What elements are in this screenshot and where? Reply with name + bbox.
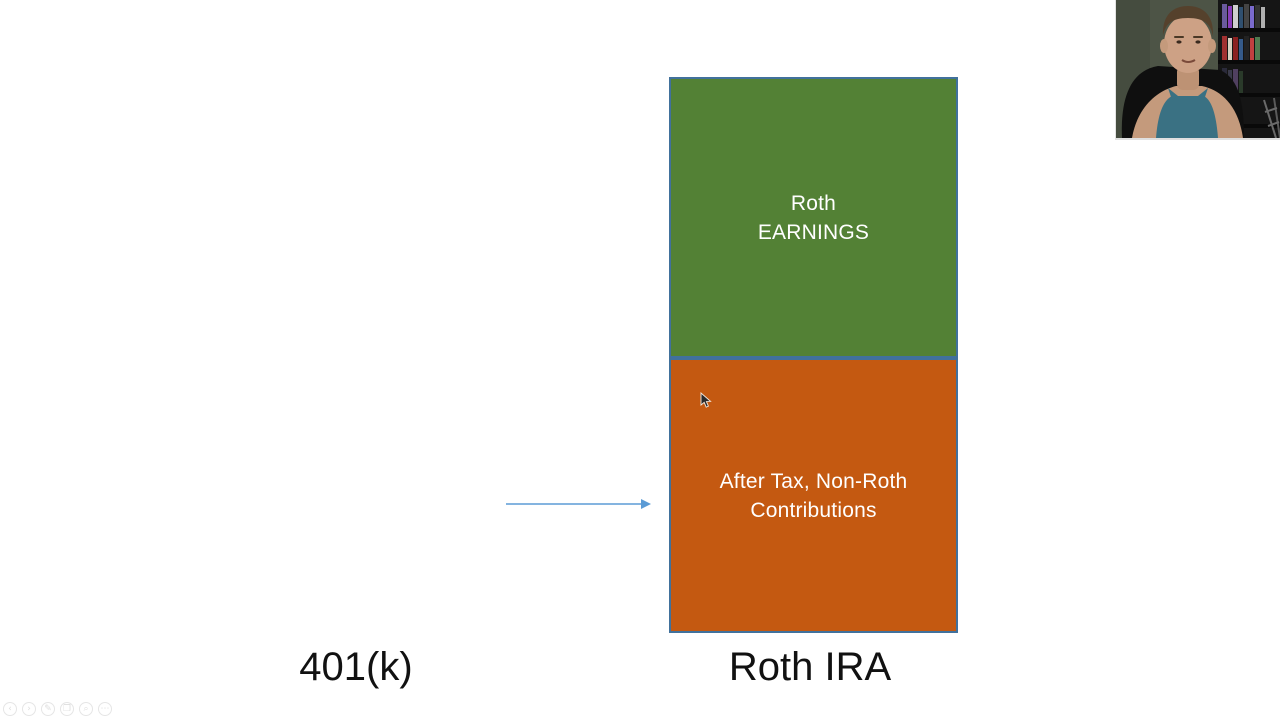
- label-roth-ira: Roth IRA: [728, 645, 892, 689]
- roth-earnings-line1: Roth: [790, 191, 837, 215]
- magnifier-icon[interactable]: ⌕: [79, 702, 93, 716]
- all-slides-icon[interactable]: ❐: [60, 702, 74, 716]
- previous-slide-icon[interactable]: ‹: [3, 702, 17, 716]
- label-401k: 401(k): [299, 645, 413, 689]
- webcam-video: [1115, 0, 1280, 140]
- roth-earnings-line2: EARNINGS: [757, 220, 870, 244]
- after-tax-contributions-box: After Tax, Non-Roth Contributions: [669, 358, 958, 633]
- after-tax-line1: After Tax, Non-Roth: [719, 469, 908, 493]
- more-options-icon[interactable]: ⋯: [98, 702, 112, 716]
- roth-earnings-box: Roth EARNINGS: [669, 77, 958, 358]
- presenter-controls: ‹ › ✎ ❐ ⌕ ⋯: [3, 702, 112, 716]
- transfer-arrow: [500, 494, 655, 514]
- pen-icon[interactable]: ✎: [41, 702, 55, 716]
- mouse-cursor: [699, 392, 713, 410]
- next-slide-icon[interactable]: ›: [22, 702, 36, 716]
- after-tax-line2: Contributions: [750, 498, 877, 522]
- presenter-illustration: [1116, 0, 1280, 138]
